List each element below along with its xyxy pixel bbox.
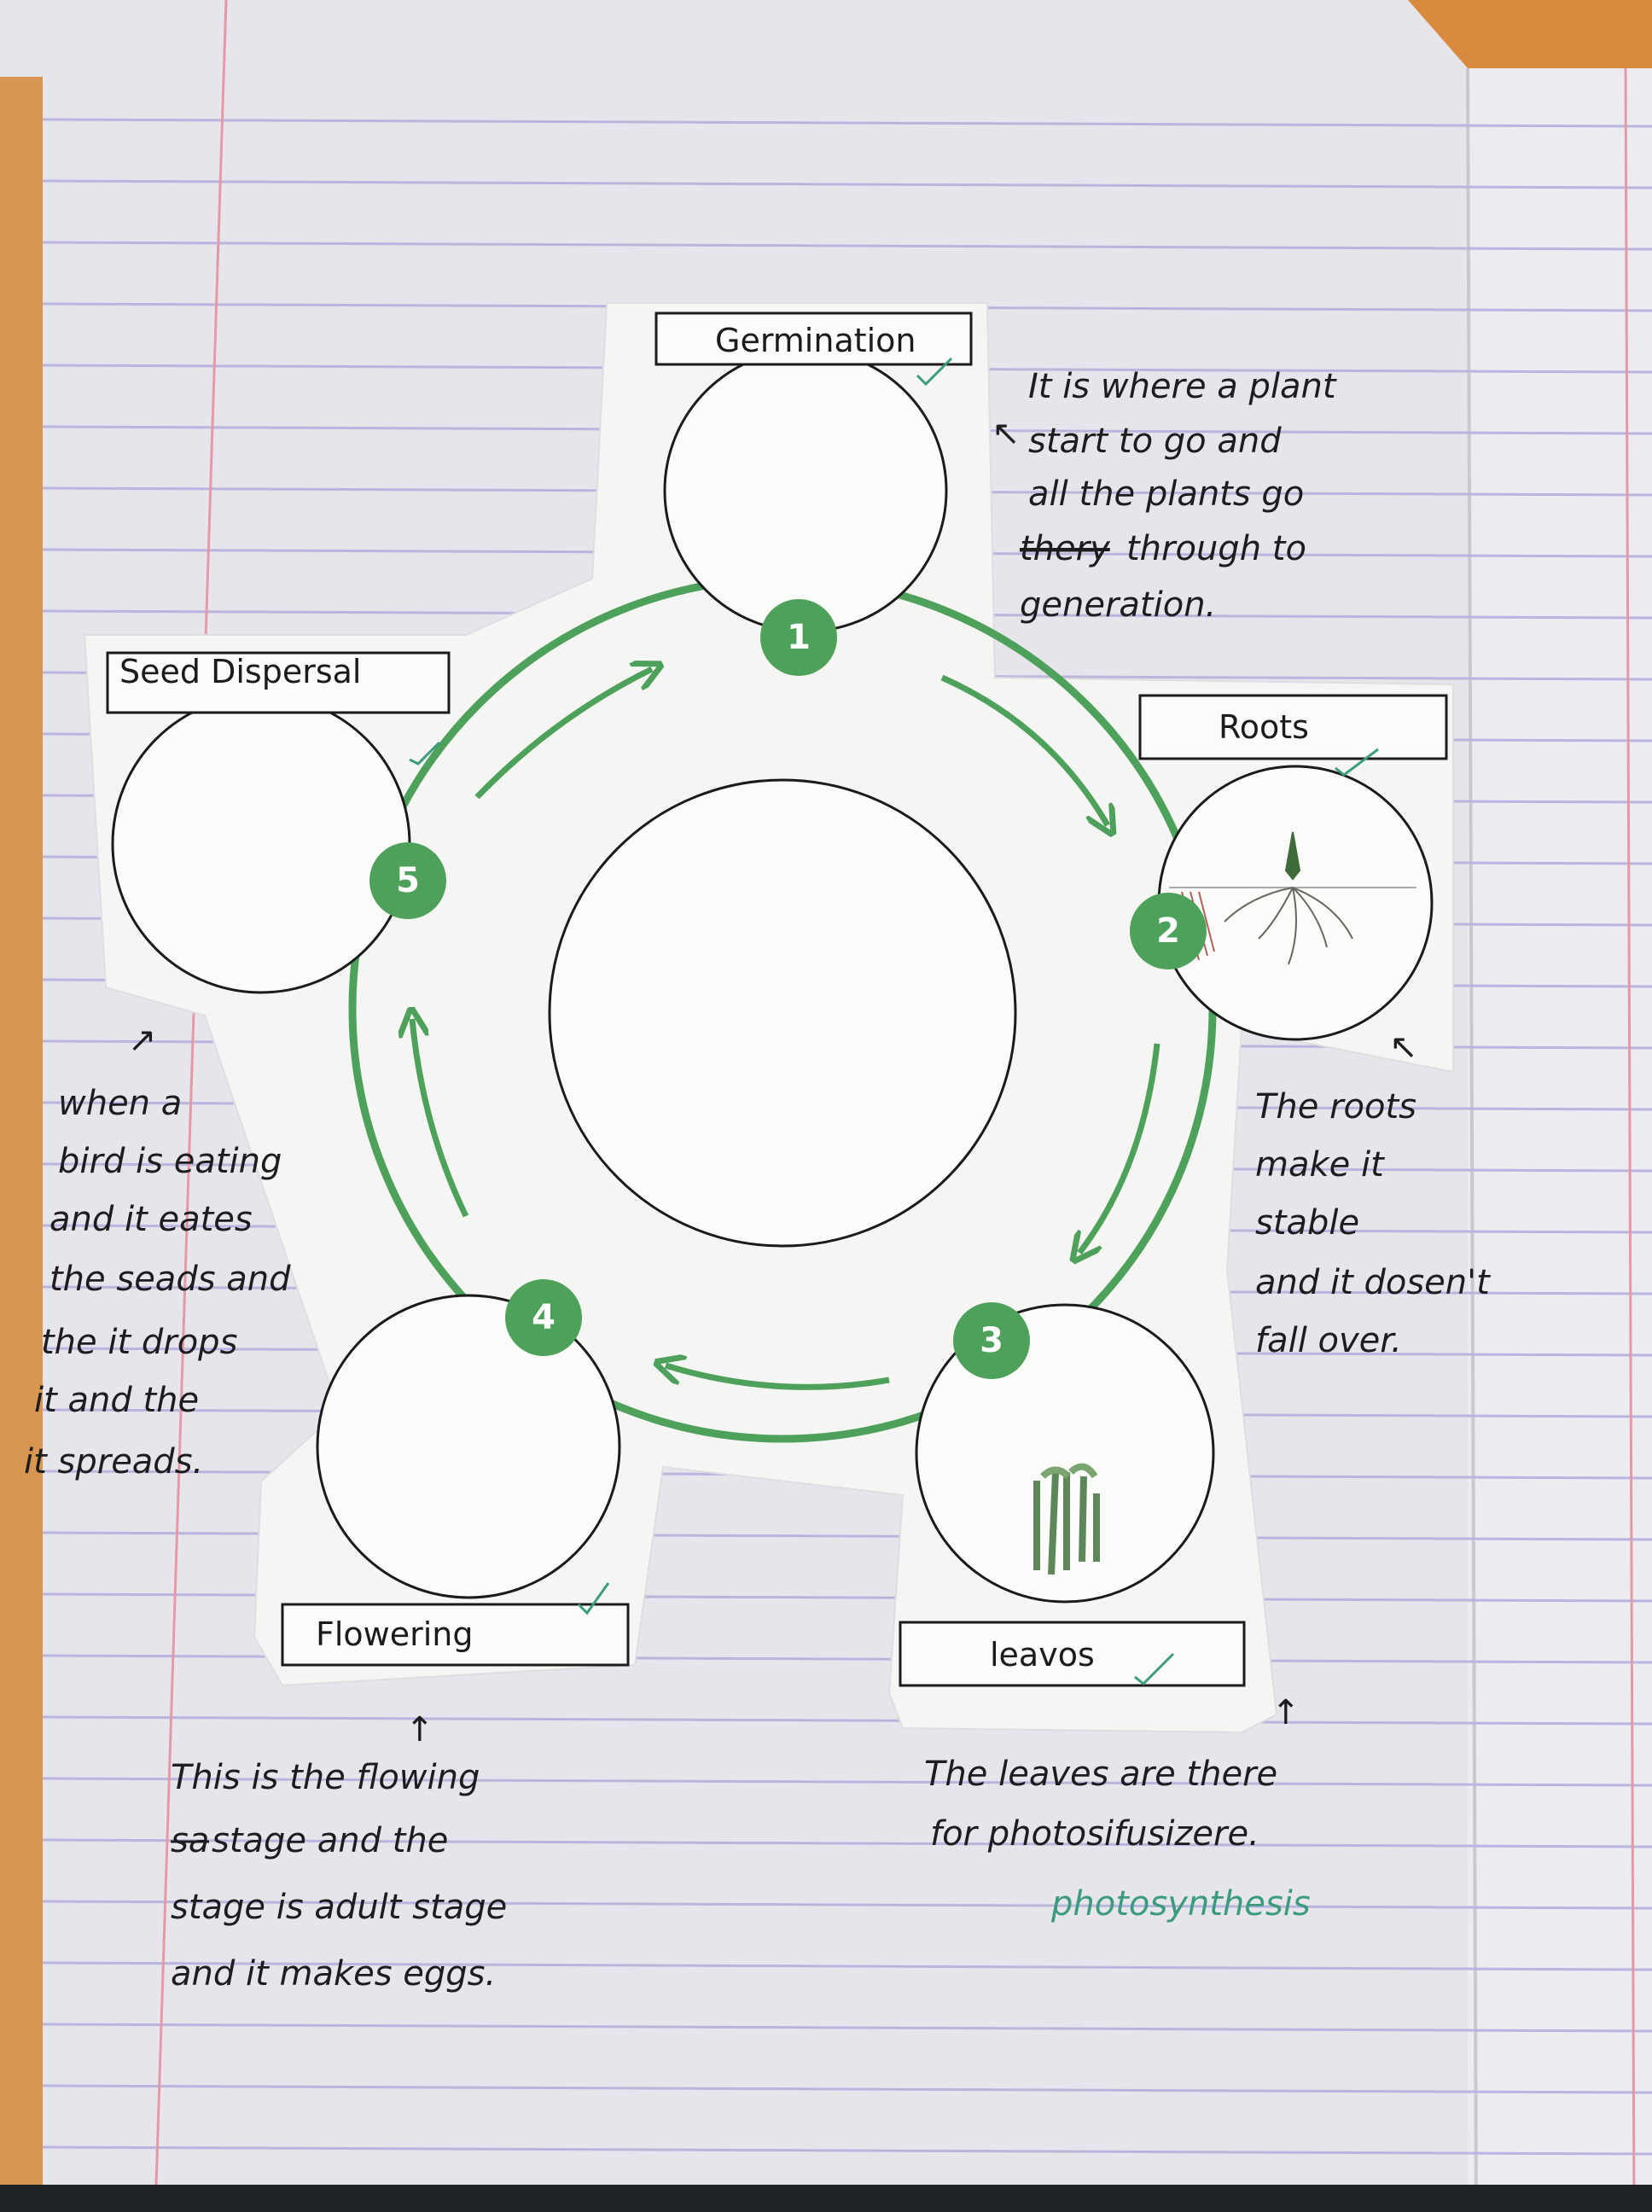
svg-text:Flowering: Flowering bbox=[316, 1615, 474, 1653]
svg-text:the seads and: the seads and bbox=[49, 1260, 291, 1299]
ruled-line bbox=[42, 2084, 1652, 2094]
svg-text:1: 1 bbox=[787, 618, 811, 657]
svg-text:Seed Dispersal: Seed Dispersal bbox=[119, 653, 361, 690]
svg-text:3: 3 bbox=[980, 1321, 1003, 1360]
margin-line bbox=[154, 0, 228, 2212]
svg-text:when a: when a bbox=[58, 1084, 182, 1123]
right-page bbox=[1468, 68, 1652, 2212]
page-gutter bbox=[1466, 67, 1478, 2212]
stage-badge-1: 1 bbox=[760, 599, 837, 676]
stage-badge-3: 3 bbox=[953, 1302, 1030, 1379]
stage-badge-2: 2 bbox=[1130, 893, 1207, 969]
svg-text:This is the flowing: This is the flowing bbox=[171, 1758, 480, 1797]
svg-text:stage and the: stage and the bbox=[212, 1821, 448, 1860]
label-roots: Roots bbox=[1138, 694, 1448, 760]
stage-circle-flowering bbox=[316, 1294, 621, 1599]
note-leaves: ↑ The leaves are there for photosifusize… bbox=[924, 1693, 1311, 1924]
svg-text:2: 2 bbox=[1156, 911, 1180, 951]
right-margin-line bbox=[1624, 67, 1636, 2212]
struck-word: thery bbox=[1020, 529, 1111, 568]
svg-text:bird is eating: bird is eating bbox=[58, 1142, 282, 1181]
svg-text:4: 4 bbox=[532, 1298, 556, 1337]
desk-edge bbox=[0, 2185, 1652, 2212]
ruled-line bbox=[42, 179, 1652, 189]
svg-text:Roots: Roots bbox=[1219, 708, 1309, 746]
ruled-line bbox=[42, 118, 1652, 128]
svg-text:it and the: it and the bbox=[34, 1381, 199, 1420]
arrow-1-to-2 bbox=[940, 674, 1108, 825]
ruled-line bbox=[42, 2145, 1652, 2156]
stage-badge-4: 4 bbox=[505, 1279, 582, 1356]
orange-cover-edge bbox=[0, 77, 43, 2212]
stage-circle-leaves bbox=[915, 1303, 1215, 1604]
leaves-drawing bbox=[1033, 1463, 1100, 1575]
stage-circle-germination bbox=[663, 348, 948, 633]
svg-text:generation.: generation. bbox=[1020, 585, 1216, 625]
ruled-line bbox=[42, 1838, 1652, 1848]
svg-text:and it dosen't: and it dosen't bbox=[1255, 1263, 1491, 1302]
svg-text:The roots: The roots bbox=[1255, 1087, 1416, 1126]
center-circle bbox=[548, 778, 1017, 1248]
svg-text:Germination: Germination bbox=[715, 322, 916, 359]
note-flowering: ↑ This is the flowing sa stage and the s… bbox=[171, 1710, 507, 1994]
svg-text:The leaves are there: The leaves are there bbox=[924, 1755, 1277, 1794]
svg-text:for photosifusizere.: for photosifusizere. bbox=[930, 1814, 1259, 1854]
teacher-tick-marks bbox=[409, 357, 1379, 1686]
label-flowering: Flowering bbox=[281, 1603, 630, 1667]
svg-text:5: 5 bbox=[396, 861, 420, 900]
label-leaves: leavos bbox=[899, 1621, 1246, 1687]
ruled-line bbox=[42, 241, 1652, 251]
ruled-line bbox=[42, 1715, 1652, 1726]
label-germination: Germination bbox=[654, 311, 973, 366]
svg-text:stage is adult stage: stage is adult stage bbox=[171, 1888, 507, 1927]
arrow-3-to-4 bbox=[666, 1365, 890, 1390]
svg-text:and it eates: and it eates bbox=[49, 1200, 253, 1239]
svg-text:stable: stable bbox=[1255, 1203, 1359, 1243]
ruled-line bbox=[42, 1961, 1652, 1971]
label-seed-dispersal: Seed Dispersal bbox=[106, 651, 451, 714]
svg-text:↖: ↖ bbox=[1389, 1027, 1418, 1067]
svg-text:↖: ↖ bbox=[992, 414, 1021, 453]
svg-text:↑: ↑ bbox=[405, 1710, 434, 1749]
arrow-5-to-1 bbox=[474, 669, 652, 800]
svg-text:start to go and: start to go and bbox=[1028, 422, 1282, 461]
arrow-2-to-3 bbox=[1079, 1043, 1160, 1253]
svg-text:the it drops: the it drops bbox=[41, 1323, 237, 1362]
svg-text:↑: ↑ bbox=[1271, 1693, 1300, 1732]
note-roots: ↖ The roots make it stable and it dosen'… bbox=[1255, 1027, 1491, 1360]
svg-text:↗: ↗ bbox=[128, 1021, 157, 1060]
teacher-correction: photosynthesis bbox=[1050, 1884, 1311, 1924]
stage-circle-seed-dispersal bbox=[111, 694, 411, 994]
svg-text:make it: make it bbox=[1255, 1145, 1385, 1185]
ruled-line bbox=[42, 1777, 1652, 1787]
stage-badge-5: 5 bbox=[369, 842, 446, 919]
arrow-4-to-5 bbox=[412, 1019, 469, 1218]
svg-text:and it makes eggs.: and it makes eggs. bbox=[171, 1954, 496, 1994]
svg-text:it spreads.: it spreads. bbox=[24, 1442, 203, 1481]
svg-text:all the plants go: all the plants go bbox=[1028, 474, 1304, 514]
ruled-line bbox=[42, 1900, 1652, 1910]
note-seed-dispersal: ↗ when a bird is eating and it eates the… bbox=[24, 1021, 291, 1481]
ruled-line bbox=[42, 2023, 1652, 2033]
note-germination: ↖ It is where a plant start to go and al… bbox=[992, 367, 1337, 625]
svg-text:fall over.: fall over. bbox=[1255, 1321, 1402, 1360]
svg-text:through to: through to bbox=[1126, 529, 1306, 568]
svg-text:leavos: leavos bbox=[990, 1636, 1095, 1674]
svg-text:It is where a plant: It is where a plant bbox=[1028, 367, 1337, 406]
